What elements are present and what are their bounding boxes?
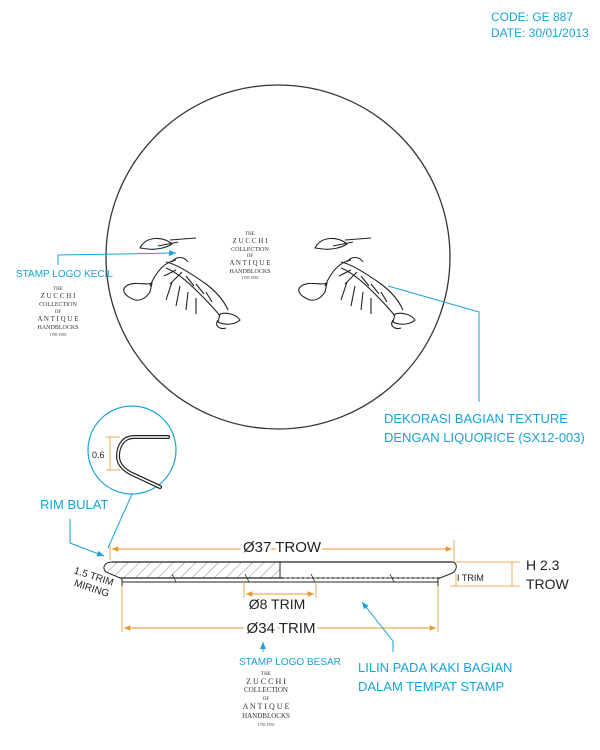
plate-cross-section: [103, 561, 457, 586]
svg-text:1785 1935: 1785 1935: [258, 722, 275, 727]
inner-diameter-dim: Ø8 TRIM: [249, 596, 306, 612]
date-label: DATE: 30/01/2013: [491, 26, 589, 40]
height-unit: TROW: [526, 576, 570, 592]
svg-text:COLLECTION: COLLECTION: [244, 686, 288, 694]
rim-thickness-dim: 0.6: [92, 450, 105, 460]
svg-text:THE: THE: [245, 232, 255, 237]
wax-leader: [361, 601, 394, 652]
svg-text:OF: OF: [55, 310, 62, 315]
rim-leader: [69, 519, 105, 557]
svg-text:COLLECTION: COLLECTION: [231, 247, 269, 253]
decoration-label-line2: DENGAN LIQUORICE (SX12-003): [384, 430, 585, 445]
rim-detail-connector: [107, 493, 133, 549]
decoration-leader: [387, 285, 480, 402]
stamp-logo-small-detail: THE Z U C C H I COLLECTION OF A N T I Q …: [37, 287, 78, 337]
stamp-large-label: STAMP LOGO BESAR: [239, 657, 341, 668]
svg-text:1785 1935: 1785 1935: [50, 332, 67, 337]
code-label: CODE: GE 887: [491, 10, 573, 24]
stamp-logo-large-detail: THE Z U C C H I COLLECTION OF A N T I Q …: [242, 672, 290, 727]
stamp-small-label: STAMP LOGO KECIL: [16, 269, 113, 280]
svg-text:HANDBLOCKS: HANDBLOCKS: [37, 325, 78, 331]
svg-text:HANDBLOCKS: HANDBLOCKS: [229, 269, 270, 275]
svg-text:A N T I Q U E: A N T I Q U E: [230, 259, 271, 267]
svg-text:A N T I Q U E: A N T I Q U E: [243, 702, 290, 711]
rim-label: RIM BULAT: [40, 497, 108, 512]
lobster-right-illustration: [298, 237, 416, 330]
lobster-left-illustration: [123, 237, 241, 330]
svg-text:Z U C C H I: Z U C C H I: [246, 677, 286, 686]
svg-text:THE: THE: [261, 672, 271, 677]
wax-label-line1: LILIN PADA KAKI BAGIAN: [358, 660, 512, 675]
outer-diameter-dim: Ø37 TROW: [243, 539, 322, 556]
decoration-label-line1: DEKORASI BAGIAN TEXTURE: [384, 411, 568, 426]
svg-text:A N T I Q U E: A N T I Q U E: [38, 315, 79, 323]
stamp-logo-on-plate: THE Z U C C H I COLLECTION OF A N T I Q …: [229, 232, 270, 280]
svg-text:COLLECTION: COLLECTION: [39, 302, 77, 308]
svg-text:1785 1935: 1785 1935: [242, 275, 259, 280]
svg-text:HANDBLOCKS: HANDBLOCKS: [242, 712, 290, 720]
svg-text:Z U C C H I: Z U C C H I: [233, 237, 268, 245]
wax-label-line2: DALAM TEMPAT STAMP: [358, 679, 504, 694]
height-dim: H 2.3: [526, 557, 560, 573]
foot-trim-dim: I TRIM: [457, 573, 484, 583]
base-diameter-dim: Ø34 TRIM: [247, 620, 316, 637]
svg-text:Z U C C H I: Z U C C H I: [41, 292, 76, 300]
svg-text:OF: OF: [247, 254, 254, 259]
stamp-small-leader: [57, 250, 177, 265]
svg-text:THE: THE: [53, 287, 63, 292]
svg-text:OF: OF: [263, 697, 270, 702]
plate-top-view: [105, 84, 451, 430]
